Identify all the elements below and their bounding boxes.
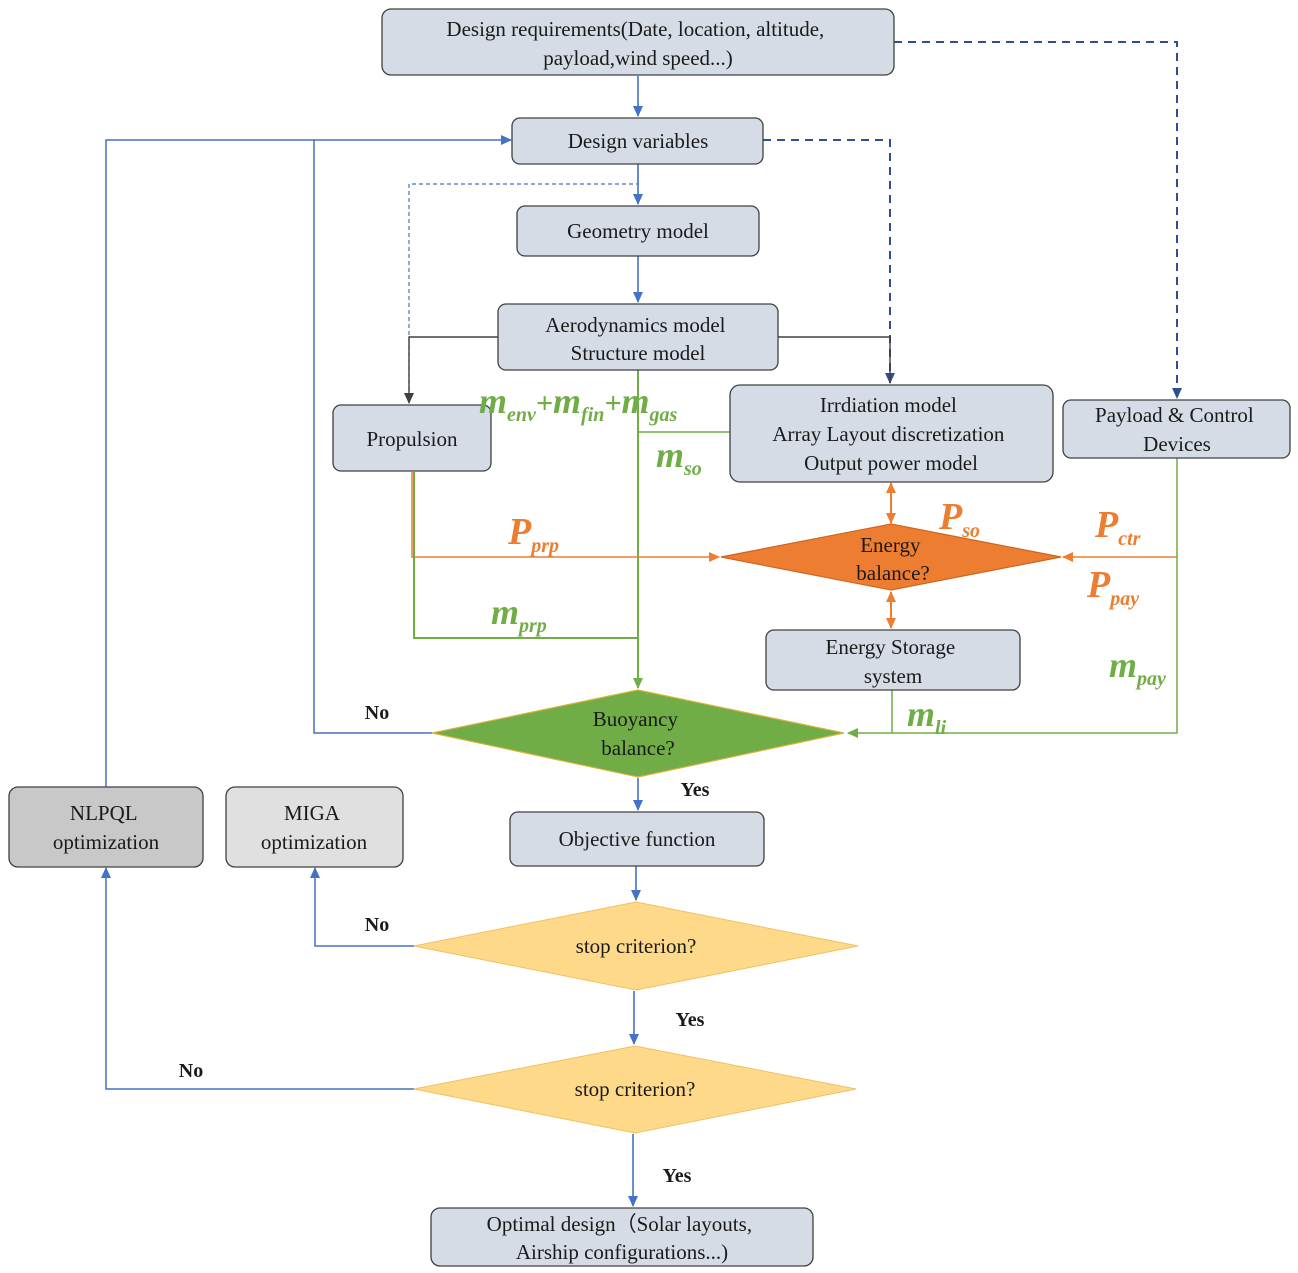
arrow-vars-to-propulsion — [408, 168, 639, 403]
nlpql-line1: NLPQL — [70, 801, 137, 825]
svg-text:Design requirements(Date, loca: Design requirements(Date, location, alti… — [446, 17, 829, 70]
energy-balance-diamond: Energy balance? — [720, 523, 1062, 591]
svg-text:MIGA optimization: MIGA optimization — [261, 801, 368, 854]
optimal-design-line2: Airship configurations...) — [516, 1240, 728, 1264]
buoyancy-balance-line2: balance? — [601, 736, 674, 760]
objective-function-box: Objective function — [509, 811, 765, 867]
energy-storage-line2: system — [864, 664, 922, 688]
buoyancy-no-label: No — [365, 702, 389, 724]
arrow-aero-to-propulsion — [404, 336, 498, 404]
arrow-req-to-payload — [894, 41, 1182, 399]
svg-text:NLPQL optimization: NLPQL optimization — [53, 801, 160, 854]
stop-criterion-1-label: stop criterion? — [576, 934, 697, 958]
design-requirements-line2: payload,wind speed...) — [543, 46, 733, 70]
energy-balance-line1: Energy — [860, 533, 921, 557]
arrow-stop1-no — [310, 867, 414, 947]
stop1-yes-label: Yes — [676, 1009, 705, 1031]
power-solar-label: Pso — [938, 496, 980, 542]
energy-storage-line1: Energy Storage — [826, 635, 956, 659]
power-propulsion-label: Pprp — [507, 511, 559, 557]
buoyancy-yes-label: Yes — [681, 779, 710, 801]
aero-structure-box: Aerodynamics model Structure model — [497, 303, 779, 371]
design-requirements-box: Design requirements(Date, location, alti… — [381, 8, 895, 76]
mass-propulsion-label: mprp — [491, 592, 547, 637]
arrow-payload-to-buoyancy — [847, 458, 1178, 738]
svg-text:Optimal design（Solar layouts,: Optimal design（Solar layouts, Airship co… — [487, 1212, 758, 1264]
miga-line2: optimization — [261, 830, 368, 854]
objective-function-label: Objective function — [559, 827, 716, 851]
design-requirements-line1: Design requirements(Date, location, alti… — [446, 17, 824, 41]
svg-text:Payload & Control Device: Payload & Control Devices — [1095, 403, 1259, 456]
optimal-design-line1: Optimal design（Solar layouts, — [487, 1212, 752, 1236]
arrow-aero-to-irradiation — [778, 336, 891, 383]
optimal-design-box: Optimal design（Solar layouts, Airship co… — [430, 1207, 814, 1267]
svg-text:Energy balance?: Energy balance? — [856, 533, 929, 585]
output-power-label: Output power model — [804, 451, 978, 475]
design-variables-label: Design variables — [568, 129, 709, 153]
propulsion-label: Propulsion — [366, 427, 458, 451]
mass-lithium-label: mli — [907, 694, 947, 739]
svg-text:Aerodynamics model Struc: Aerodynamics model Structure model — [545, 313, 730, 365]
miga-box: MIGA optimization — [225, 786, 404, 868]
mass-envelope-fin-gas-label: menv+mfin+mgas — [479, 381, 678, 426]
arrow-nlpql-to-vars — [105, 139, 314, 787]
power-payload-label: Ppay — [1086, 564, 1139, 610]
design-variables-box: Design variables — [511, 117, 764, 165]
stop2-yes-label: Yes — [663, 1165, 692, 1187]
mass-payload-label: mpay — [1109, 645, 1166, 690]
line-propulsion-mprp — [413, 472, 638, 639]
arrow-propulsion-to-energy — [411, 472, 720, 562]
svg-text:Buoyancy balance?: Buoyancy balance? — [593, 707, 683, 760]
arrow-buoyancy-no — [313, 135, 512, 734]
array-layout-label: Array Layout discretization — [772, 422, 1005, 446]
energy-balance-line2: balance? — [856, 561, 929, 585]
nlpql-line2: optimization — [53, 830, 160, 854]
stop2-no-label: No — [179, 1060, 203, 1082]
svg-text:Irrdiation model Array L: Irrdiation model Array Layout discretiza… — [772, 393, 1009, 475]
buoyancy-balance-line1: Buoyancy — [593, 707, 679, 731]
svg-text:Energy Storage system: Energy Storage system — [826, 635, 961, 688]
stop-criterion-2-label: stop criterion? — [575, 1077, 696, 1101]
power-control-label: Pctr — [1094, 504, 1141, 550]
stop-criterion-2-diamond: stop criterion? — [413, 1045, 857, 1134]
nlpql-box: NLPQL optimization — [8, 786, 204, 868]
geometry-model-label: Geometry model — [567, 219, 709, 243]
connectors — [101, 41, 1182, 1207]
irradiation-model-label: Irrdiation model — [820, 393, 957, 417]
buoyancy-balance-diamond: Buoyancy balance? — [431, 689, 845, 778]
propulsion-box: Propulsion — [332, 404, 492, 472]
miga-line1: MIGA — [284, 801, 341, 825]
stop-criterion-1-diamond: stop criterion? — [413, 901, 859, 991]
energy-storage-box: Energy Storage system — [765, 629, 1021, 691]
irradiation-box: Irrdiation model Array Layout discretiza… — [729, 384, 1054, 483]
geometry-model-box: Geometry model — [516, 205, 760, 257]
mass-solar-label: mso — [656, 435, 702, 480]
aero-model-label: Aerodynamics model — [545, 313, 725, 337]
arrow-vars-to-irradiation — [763, 139, 895, 384]
stop1-no-label: No — [365, 914, 389, 936]
payload-control-box: Payload & Control Devices — [1062, 399, 1291, 459]
payload-control-line2: Devices — [1143, 432, 1211, 456]
structure-model-label: Structure model — [571, 341, 706, 365]
payload-control-line1: Payload & Control — [1095, 403, 1254, 427]
arrow-stop2-no — [101, 867, 414, 1090]
